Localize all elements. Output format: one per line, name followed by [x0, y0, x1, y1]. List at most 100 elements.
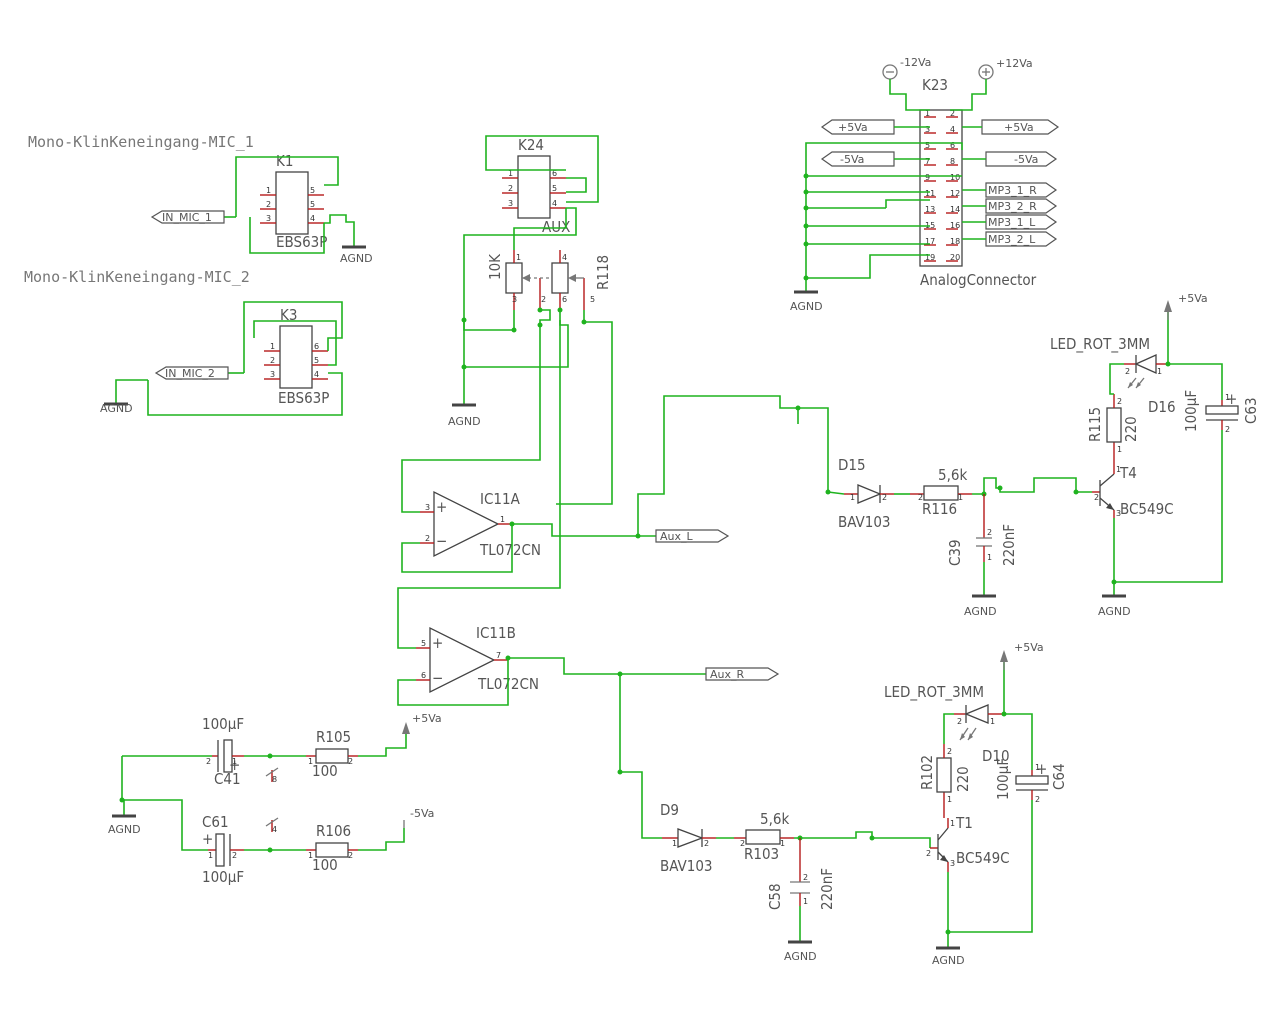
r102-value: 220: [954, 766, 972, 792]
k23-pin-number: 17: [925, 237, 935, 246]
net-flag-k23-p5va-left: +5Va: [820, 119, 895, 135]
svg-text:1: 1: [990, 717, 995, 726]
net-flag-aux-l: Aux_L: [655, 529, 730, 543]
k1-name: K1: [276, 152, 293, 170]
resistor-r105: 1 2 R105 100: [306, 728, 358, 780]
svg-text:2: 2: [1125, 367, 1130, 376]
r106-name: R106: [316, 822, 351, 840]
resistor-r116: 2 1 5,6k R116: [910, 466, 972, 518]
d16-name: D16: [1148, 398, 1176, 416]
net-flag-k23-m5va-right: -5Va: [985, 151, 1058, 167]
svg-text:2: 2: [266, 200, 271, 209]
svg-text:+: +: [432, 634, 443, 652]
svg-text:1: 1: [270, 342, 275, 351]
svg-text:AGND: AGND: [448, 415, 481, 428]
transistor-t4: 2 1 3 T4 BC549C: [1092, 464, 1174, 518]
svg-text:2: 2: [1035, 795, 1040, 804]
t4-name: T4: [1119, 464, 1137, 482]
supply-5va-top: +5Va: [1164, 292, 1208, 320]
svg-text:2: 2: [947, 747, 952, 756]
k23-pin-number: 18: [950, 237, 960, 246]
svg-text:1: 1: [208, 851, 213, 860]
svg-text:IN_MIC_2: IN_MIC_2: [165, 367, 215, 380]
k23-name: K23: [922, 76, 948, 94]
svg-text:+5Va: +5Va: [412, 712, 442, 725]
ic11a-name: IC11A: [480, 490, 521, 508]
svg-text:MP3_2_L: MP3_2_L: [988, 233, 1036, 246]
svg-text:−: −: [436, 532, 447, 550]
svg-text:2: 2: [803, 873, 808, 882]
k23-pin-number: 15: [925, 221, 935, 230]
svg-text:2: 2: [1117, 397, 1122, 406]
r106-value: 100: [312, 856, 338, 874]
svg-text:5: 5: [310, 200, 315, 209]
svg-text:-12Va: -12Va: [900, 56, 931, 69]
svg-text:+: +: [1036, 760, 1047, 778]
svg-text:1: 1: [308, 757, 313, 766]
ic11a-value: TL072CN: [479, 541, 541, 559]
svg-text:4: 4: [562, 253, 567, 262]
agnd-k3: AGND: [100, 402, 133, 415]
k24-value: AUX: [542, 218, 570, 236]
svg-text:+: +: [436, 498, 447, 516]
opamp-ic11a: + − 3 2 1 IC11A TL072CN: [420, 490, 541, 559]
resistor-r102: 2 1 R102 220: [918, 744, 972, 818]
c64-name: C64: [1050, 763, 1068, 790]
supply-5va-bottom: +5Va: [1000, 641, 1044, 670]
net-flag-mp3-2-r: MP3_2_R: [985, 198, 1058, 214]
connector-k23: K23 AnalogConnector: [919, 76, 1037, 289]
k23-pin-number: 6: [950, 141, 955, 150]
svg-text:7: 7: [496, 651, 501, 660]
svg-text:+: +: [229, 756, 240, 774]
svg-text:3: 3: [1116, 509, 1121, 518]
svg-text:1: 1: [500, 515, 505, 524]
d15-value: BAV103: [838, 513, 891, 531]
svg-text:AGND: AGND: [932, 954, 965, 967]
k23-pin-number: 2: [950, 109, 955, 118]
resistor-r106: 1 2 R106 100: [306, 822, 358, 874]
diode-d9: 1 2 D9 BAV103: [660, 801, 716, 875]
svg-text:2: 2: [508, 184, 513, 193]
svg-text:1: 1: [516, 253, 521, 262]
k23-pin-number: 9: [925, 173, 930, 182]
diode-d15: 1 2 D15 BAV103: [838, 456, 894, 531]
net-flag-mp3-1-r: MP3_1_R: [985, 182, 1058, 198]
svg-text:MP3_1_R: MP3_1_R: [988, 184, 1037, 197]
k24-name: K24: [518, 136, 544, 154]
agnd-c58: AGND: [784, 940, 817, 963]
svg-text:2: 2: [987, 528, 992, 537]
svg-text:2: 2: [206, 757, 211, 766]
resistor-r103: 2 1 5,6k R103: [734, 810, 794, 863]
k23-pin-number: 19: [925, 253, 935, 262]
pot-r118: 1 4 3 2 6 5 10K R118: [486, 250, 612, 310]
op-supply-pins: 8 4: [265, 767, 279, 834]
svg-text:6: 6: [562, 295, 567, 304]
c58-name: C58: [766, 883, 784, 910]
svg-text:+5Va: +5Va: [1004, 121, 1034, 134]
k23-pin-number: 11: [925, 189, 935, 198]
k23-pin-number: 20: [950, 253, 960, 262]
r118-value: 10K: [486, 253, 504, 280]
c63-value: 100µF: [1182, 390, 1200, 432]
svg-text:MP3_2_R: MP3_2_R: [988, 200, 1037, 213]
t4-value: BC549C: [1120, 500, 1174, 518]
svg-text:2: 2: [348, 757, 353, 766]
k23-pin-number: 5: [925, 141, 930, 150]
svg-text:AGND: AGND: [964, 605, 997, 618]
t1-name: T1: [955, 814, 973, 832]
t1-value: BC549C: [956, 849, 1010, 867]
r118-name: R118: [594, 255, 612, 290]
d16-value: LED_ROT_3MM: [1050, 335, 1150, 354]
svg-text:-5Va: -5Va: [840, 153, 864, 166]
net-flag-in-mic-2: IN_MIC_2: [154, 366, 229, 380]
transistor-t1: 2 1 3 T1 BC549C: [926, 814, 1010, 872]
svg-text:1: 1: [780, 839, 785, 848]
svg-text:2: 2: [1094, 493, 1099, 502]
svg-text:3: 3: [270, 370, 275, 379]
svg-text:1: 1: [947, 795, 952, 804]
svg-text:4: 4: [314, 370, 319, 379]
r115-value: 220: [1122, 416, 1140, 442]
svg-text:Aux_R: Aux_R: [710, 668, 745, 681]
svg-text:IN_MIC_1: IN_MIC_1: [162, 211, 212, 224]
